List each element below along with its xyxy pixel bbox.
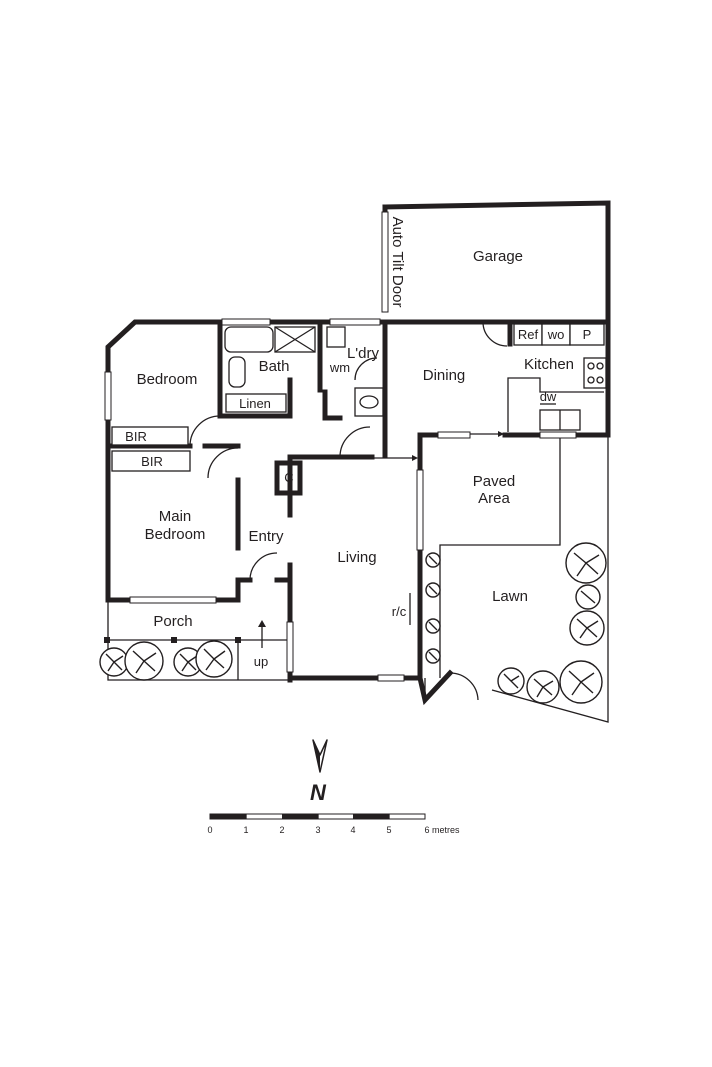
label-linen: Linen bbox=[239, 396, 271, 411]
tree-icon bbox=[99, 647, 129, 677]
tree-icon bbox=[425, 618, 441, 634]
label-porch: Porch bbox=[153, 613, 192, 630]
scale-tick-4: 4 bbox=[350, 825, 355, 835]
label-dining: Dining bbox=[423, 367, 466, 384]
scale-tick-1: 1 bbox=[243, 825, 248, 835]
room-labels: Garage Auto Tilt Door Bedroom Bath L'dry… bbox=[125, 217, 591, 669]
fixtures bbox=[104, 323, 607, 648]
tree-icon bbox=[565, 542, 607, 584]
label-main-bedroom-1: Main bbox=[159, 508, 192, 525]
label-cupboard: C bbox=[284, 470, 293, 485]
label-bir-lower: BIR bbox=[141, 454, 163, 469]
label-rc: r/c bbox=[392, 604, 407, 619]
label-paved-area-2: Area bbox=[478, 490, 510, 507]
tree-icon bbox=[425, 648, 441, 664]
scale-tick-2: 2 bbox=[279, 825, 284, 835]
label-auto-tilt-door: Auto Tilt Door bbox=[389, 217, 406, 308]
north-arrow: N bbox=[310, 739, 328, 805]
label-up: up bbox=[254, 654, 268, 669]
scale-tick-6: 6 metres bbox=[424, 825, 460, 835]
label-living: Living bbox=[337, 549, 376, 566]
tree-icon bbox=[195, 640, 233, 678]
trees bbox=[99, 542, 607, 704]
scale-bar: 0 1 2 3 4 5 6 metres bbox=[207, 813, 460, 835]
tree-icon bbox=[124, 641, 164, 681]
label-kitchen: Kitchen bbox=[524, 356, 574, 373]
tree-icon bbox=[526, 670, 560, 704]
label-bir-upper: BIR bbox=[125, 429, 147, 444]
tree-icon bbox=[425, 582, 441, 598]
scale-tick-0: 0 bbox=[207, 825, 212, 835]
tree-icon bbox=[575, 584, 601, 610]
tree-icon bbox=[425, 552, 441, 568]
tree-icon bbox=[497, 667, 525, 695]
label-dw: dw bbox=[540, 389, 557, 404]
fence-lines bbox=[107, 435, 609, 723]
label-ref: Ref bbox=[518, 327, 539, 342]
label-laundry: L'dry bbox=[347, 345, 380, 362]
label-entry: Entry bbox=[248, 528, 284, 545]
tree-icon bbox=[569, 610, 605, 646]
label-lawn: Lawn bbox=[492, 588, 528, 605]
door-swings bbox=[189, 321, 508, 701]
label-paved-area-1: Paved bbox=[473, 473, 516, 490]
label-pantry: P bbox=[583, 327, 592, 342]
label-bedroom: Bedroom bbox=[137, 371, 198, 388]
windows bbox=[104, 211, 577, 682]
label-garage: Garage bbox=[473, 248, 523, 265]
scale-tick-5: 5 bbox=[386, 825, 391, 835]
label-bath: Bath bbox=[259, 358, 290, 375]
label-wo: wo bbox=[547, 327, 565, 342]
north-label: N bbox=[310, 780, 327, 805]
label-main-bedroom-2: Bedroom bbox=[145, 526, 206, 543]
label-wm: wm bbox=[329, 360, 350, 375]
tree-icon bbox=[559, 660, 603, 704]
scale-tick-3: 3 bbox=[315, 825, 320, 835]
